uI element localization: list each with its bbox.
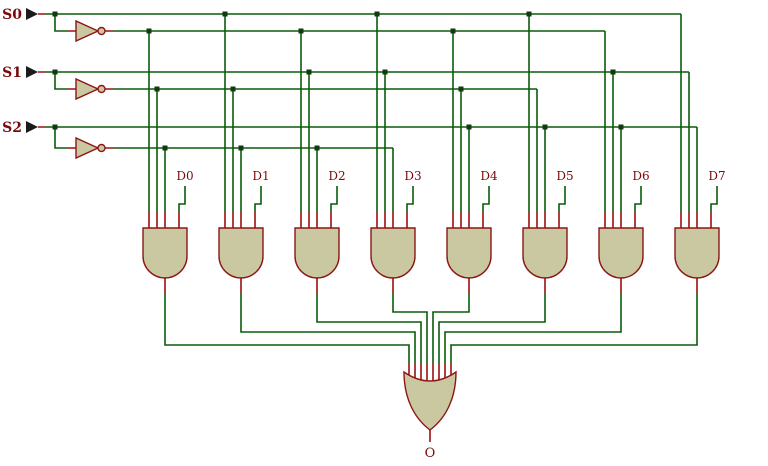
data-label-d5: D5 bbox=[556, 169, 573, 183]
and-output-route-wires[interactable] bbox=[164, 293, 698, 364]
not-gate-s0-bubble bbox=[97, 26, 106, 36]
and-gate-4[interactable] bbox=[446, 227, 492, 279]
select-tap-wires[interactable] bbox=[148, 14, 698, 212]
and-gate-2[interactable] bbox=[294, 227, 340, 279]
output-label: O bbox=[425, 446, 436, 461]
select-label-s2: S2 bbox=[2, 120, 22, 136]
not-gate-s1-body[interactable] bbox=[75, 77, 100, 101]
select-label-s0: S0 bbox=[2, 7, 22, 23]
component-pin-stubs bbox=[38, 13, 712, 442]
not-gate-s1[interactable] bbox=[75, 77, 106, 101]
not-gate-s0[interactable] bbox=[75, 19, 106, 43]
wire-layer bbox=[46, 13, 718, 364]
input-pin-s0[interactable] bbox=[26, 8, 38, 20]
data-label-d6: D6 bbox=[632, 169, 649, 183]
and-gate-1[interactable] bbox=[218, 227, 264, 279]
data-label-d2: D2 bbox=[328, 169, 345, 183]
not-gate-s2-bubble bbox=[97, 143, 106, 153]
and-gate-0[interactable] bbox=[142, 227, 188, 279]
not-gate-s2[interactable] bbox=[75, 136, 106, 160]
and-gate-5[interactable] bbox=[522, 227, 568, 279]
not-gate-s2-body[interactable] bbox=[75, 136, 100, 160]
and-gate-7[interactable] bbox=[674, 227, 720, 279]
select-label-s1: S1 bbox=[2, 65, 22, 81]
data-input-wires[interactable] bbox=[178, 186, 718, 212]
select-bus-wires[interactable] bbox=[46, 13, 697, 149]
not-gate-s0-body[interactable] bbox=[75, 19, 100, 43]
input-pin-s2[interactable] bbox=[26, 121, 38, 133]
or-gate[interactable] bbox=[403, 370, 457, 431]
data-label-d1: D1 bbox=[252, 169, 269, 183]
data-label-d7: D7 bbox=[708, 169, 725, 183]
junction-dots bbox=[52, 11, 624, 151]
and-gate-3[interactable] bbox=[370, 227, 416, 279]
data-label-d4: D4 bbox=[480, 169, 498, 183]
input-pin-s1[interactable] bbox=[26, 66, 38, 78]
data-label-d0: D0 bbox=[176, 169, 193, 183]
and-gate-6[interactable] bbox=[598, 227, 644, 279]
not-gate-s1-bubble bbox=[97, 84, 106, 94]
data-label-d3: D3 bbox=[404, 169, 421, 183]
